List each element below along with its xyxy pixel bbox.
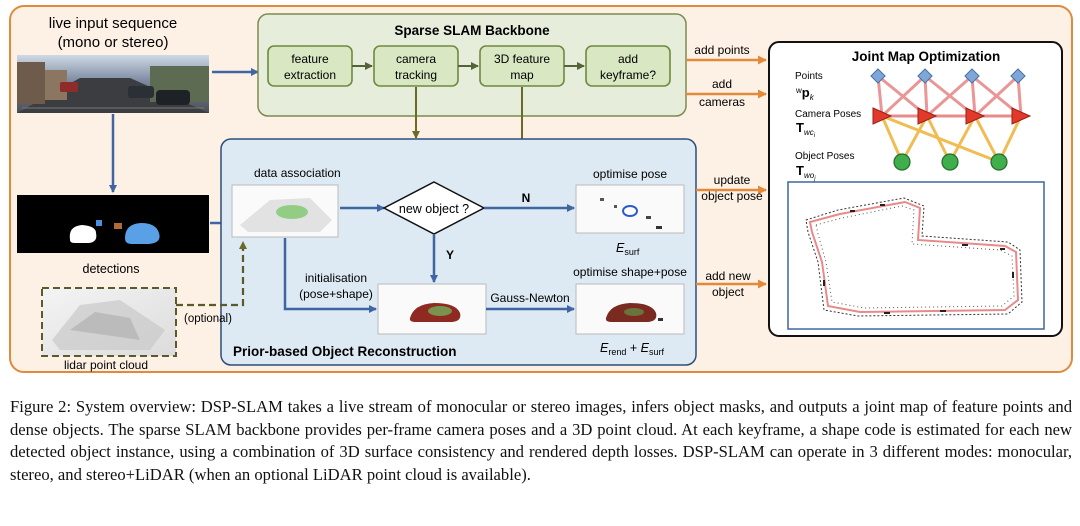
data-association-label: data association <box>254 166 341 180</box>
backbone-box-add-keyframe: add keyframe? <box>585 45 671 87</box>
data-association-image <box>231 184 339 238</box>
svg-text:tracking: tracking <box>395 68 437 82</box>
add-new-label-2: object <box>712 285 745 299</box>
add-cameras-label-1: add <box>712 77 732 91</box>
joint-map-title: Joint Map Optimization <box>852 49 1001 64</box>
init-label-1: initialisation <box>305 271 367 285</box>
backbone-box-3d-feature-map: 3D feature map <box>479 45 565 87</box>
update-label-2: object pose <box>701 189 763 203</box>
system-overview-diagram: live input sequence (mono or stereo) det… <box>9 5 1073 373</box>
add-points-label: add points <box>694 43 749 57</box>
init-label-2: (pose+shape) <box>299 287 373 301</box>
arrow-lidar-optional <box>176 241 247 307</box>
figure-caption: Figure 2: System overview: DSP-SLAM take… <box>10 397 1072 484</box>
optimise-pose-image <box>575 184 685 234</box>
lidar-point-cloud-image <box>41 287 177 357</box>
live-input-subtitle: (mono or stereo) <box>58 34 169 51</box>
detections-image <box>17 195 209 253</box>
add-cameras-label-2: cameras <box>699 95 745 109</box>
object-poses-symbol: Twoj <box>796 163 816 182</box>
svg-text:map: map <box>510 68 534 82</box>
add-new-label-1: add new <box>705 269 751 283</box>
trajectory-map-image <box>787 181 1045 330</box>
svg-text:extraction: extraction <box>284 68 336 82</box>
optional-label: (optional) <box>184 313 232 325</box>
arrow-association-to-init <box>283 238 377 313</box>
camera-poses-label: Camera Poses <box>795 109 861 120</box>
optimise-shape-pose-label: optimise shape+pose <box>573 265 687 279</box>
svg-text:keyframe?: keyframe? <box>600 68 656 82</box>
svg-text:camera: camera <box>396 52 436 66</box>
lidar-label: lidar point cloud <box>64 358 148 372</box>
svg-text:new object ?: new object ? <box>399 202 469 216</box>
backbone-box-camera-tracking: camera tracking <box>373 45 459 87</box>
e-surf-label: Esurf <box>616 241 640 257</box>
optimise-shape-pose-image <box>575 283 685 335</box>
camera-poses-symbol: Twci <box>796 120 816 139</box>
detections-label: detections <box>83 262 140 276</box>
e-rend-e-surf-label: Erend + Esurf <box>600 341 664 357</box>
live-input-title: live input sequence <box>49 15 177 32</box>
factor-graph <box>870 68 1032 171</box>
svg-text:3D feature: 3D feature <box>494 52 550 66</box>
object-poses-label: Object Poses <box>795 151 854 162</box>
points-symbol: wpk <box>795 85 815 102</box>
backbone-box-feature-extraction: feature extraction <box>267 45 353 87</box>
initialisation-image <box>377 283 487 335</box>
svg-text:add: add <box>618 52 638 66</box>
svg-text:feature: feature <box>291 52 329 66</box>
live-input-image <box>17 55 209 113</box>
points-label: Points <box>795 71 823 82</box>
no-label: N <box>522 191 531 205</box>
gauss-newton-label: Gauss-Newton <box>490 291 569 305</box>
reconstruction-title: Prior-based Object Reconstruction <box>233 344 457 359</box>
yes-label: Y <box>446 248 454 262</box>
new-object-decision: new object ? <box>382 181 486 235</box>
slam-backbone-title: Sparse SLAM Backbone <box>394 23 550 38</box>
optimise-pose-label: optimise pose <box>593 167 667 181</box>
update-label-1: update <box>714 173 751 187</box>
